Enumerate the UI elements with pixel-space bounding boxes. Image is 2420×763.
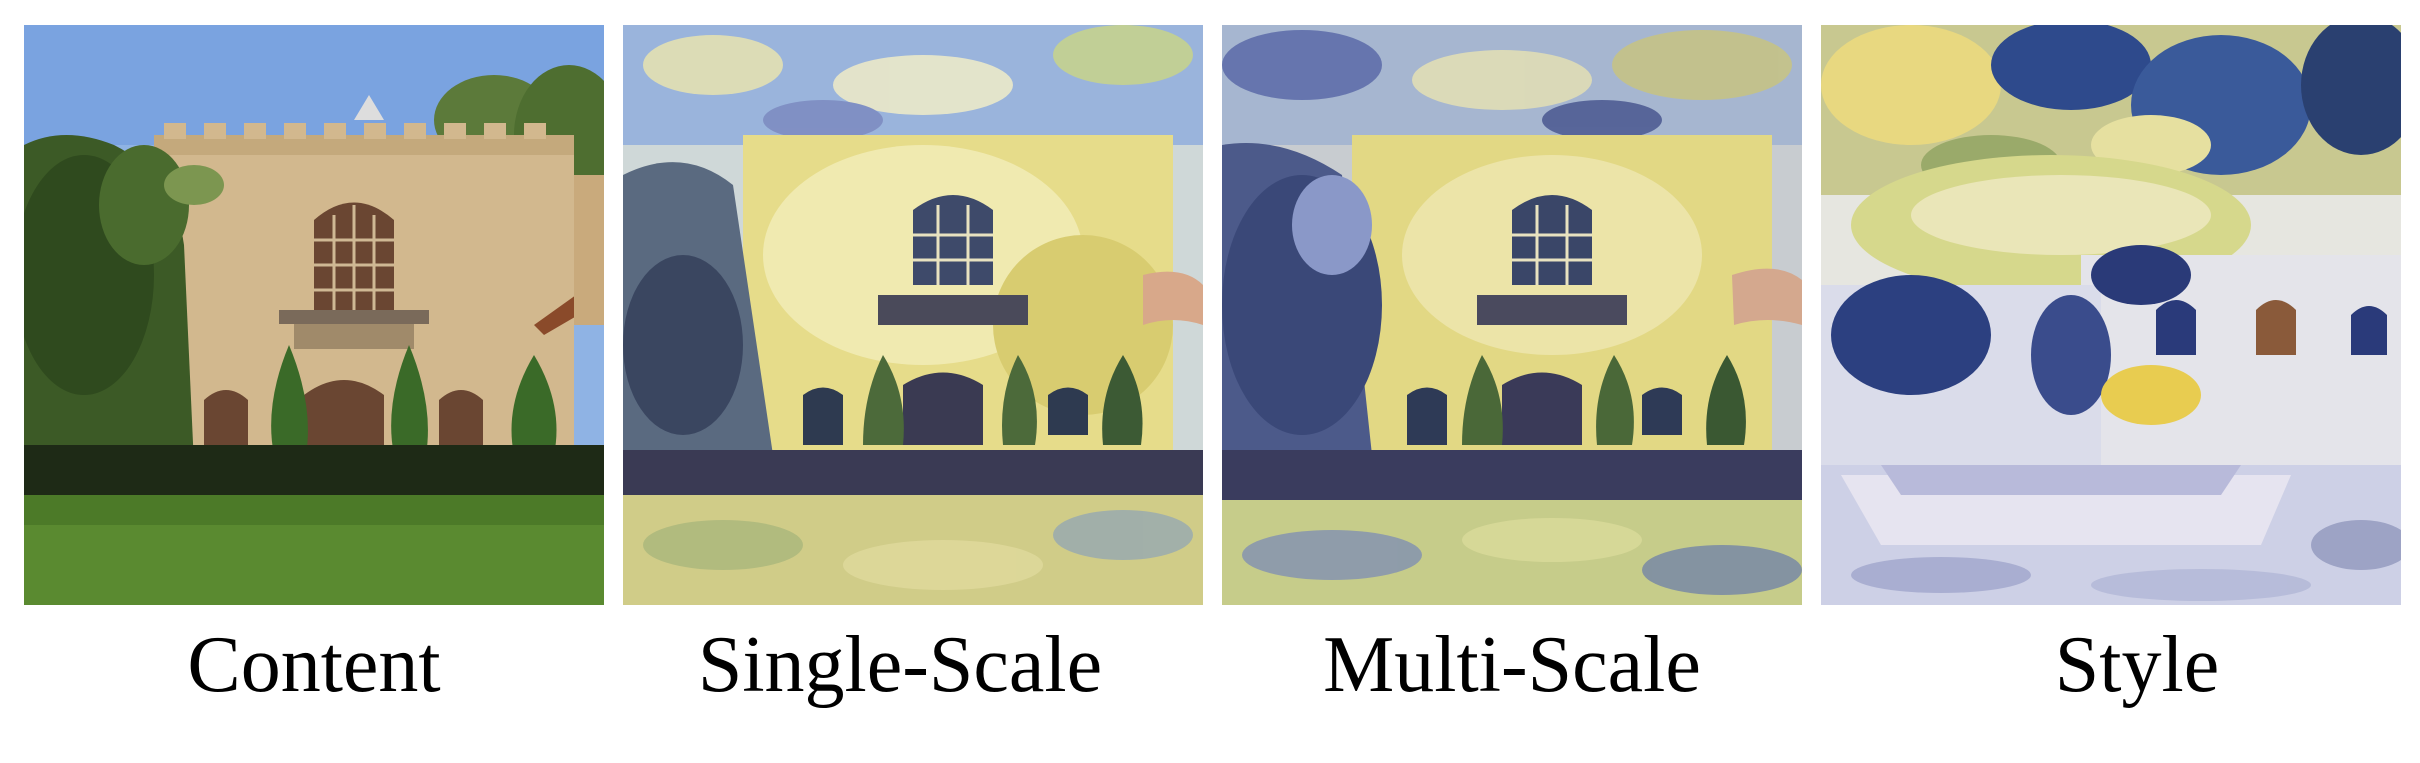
single-scale-image [623,25,1203,605]
caption-multi-scale: Multi-Scale [1323,621,1701,709]
style-image [1821,25,2401,605]
caption-single-scale: Single-Scale [697,621,1103,709]
content-image [24,25,604,605]
caption-content: Content [187,621,441,709]
caption-style: Style [2054,621,2220,709]
multi-scale-image [1222,25,1802,605]
